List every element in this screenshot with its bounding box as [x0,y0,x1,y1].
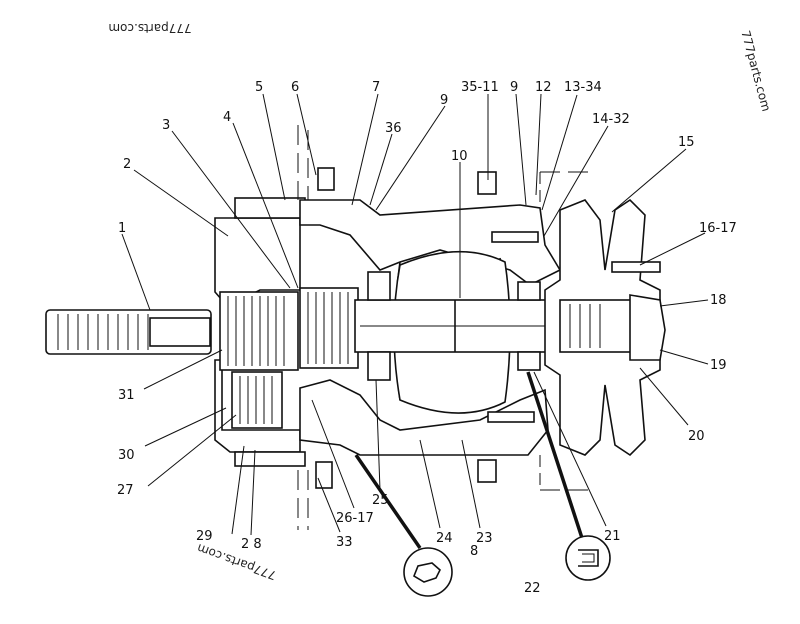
label-6: 6 [291,80,299,95]
label-31: 31 [118,388,135,403]
dashed-guides [297,125,590,530]
watermark-top-right: 777parts.com [738,29,773,113]
label-2: 2 [123,157,131,172]
label-15: 15 [678,135,695,150]
pulley [544,198,666,457]
label-30: 30 [118,448,135,463]
label-25: 25 [372,493,389,508]
label-3: 3 [162,118,170,133]
label-8: 8 [470,544,478,559]
label-12: 12 [535,80,552,95]
bearings [367,271,541,381]
label-18: 18 [710,293,727,308]
label-26-17: 26-17 [336,511,374,526]
label-5: 5 [255,80,263,95]
part-labels: 1 2 3 4 5 6 7 36 9 35-11 9 12 13-34 14-3… [117,80,737,596]
label-36: 36 [385,121,402,136]
label-23: 23 [476,531,493,546]
gear-pack [219,287,359,429]
label-20: 20 [688,429,705,444]
bolts [315,167,661,489]
input-shaft [45,309,212,355]
label-21: 21 [604,529,621,544]
pump-assembly-drawing [45,125,666,597]
label-29: 29 [196,529,213,544]
label-9-left: 9 [440,93,448,108]
label-33: 33 [336,535,353,550]
leader-lines [121,93,709,536]
label-19: 19 [710,358,727,373]
label-4: 4 [223,110,231,125]
label-9-right: 9 [510,80,518,95]
label-22: 22 [524,581,541,596]
label-16-17: 16-17 [699,221,737,236]
label-28: 2 8 [241,537,262,552]
label-27: 27 [117,483,134,498]
label-13-34: 13-34 [564,80,602,95]
label-7: 7 [372,80,380,95]
detail-callouts [354,371,611,597]
main-shaft [354,299,571,353]
label-1: 1 [118,221,126,236]
label-24: 24 [436,531,453,546]
label-10: 10 [451,149,468,164]
label-35-11: 35-11 [461,80,499,95]
watermark-top-left: 777parts.com [108,21,191,35]
label-14-32: 14-32 [592,112,630,127]
watermark-bottom: 777parts.com [195,541,278,583]
